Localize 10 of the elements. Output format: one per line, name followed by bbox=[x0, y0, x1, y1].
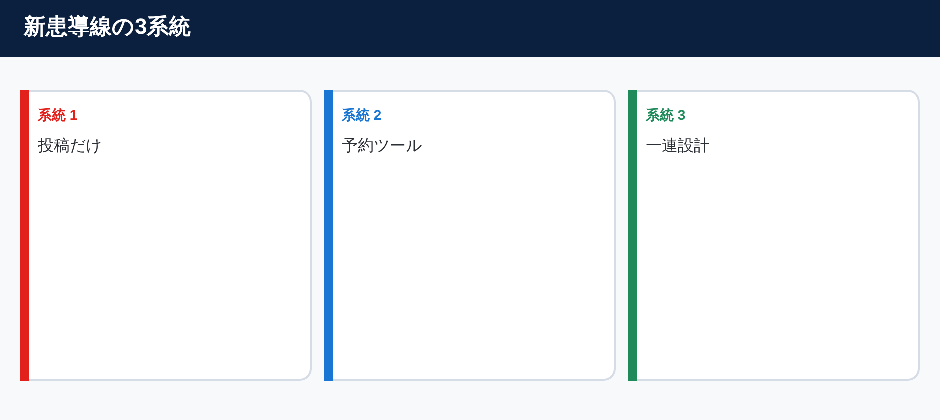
card-heading: 系統 3 bbox=[646, 106, 686, 125]
card-heading: 系統 2 bbox=[342, 106, 382, 125]
card bbox=[324, 90, 616, 381]
card-text: 投稿だけ bbox=[38, 136, 102, 157]
card-text: 予約ツール bbox=[342, 137, 422, 157]
card-heading: 系統 1 bbox=[38, 106, 78, 125]
card-text: 一連設計 bbox=[646, 136, 710, 157]
card bbox=[20, 90, 312, 381]
card bbox=[628, 90, 920, 381]
title: 新患導線の3系統 bbox=[24, 13, 192, 41]
